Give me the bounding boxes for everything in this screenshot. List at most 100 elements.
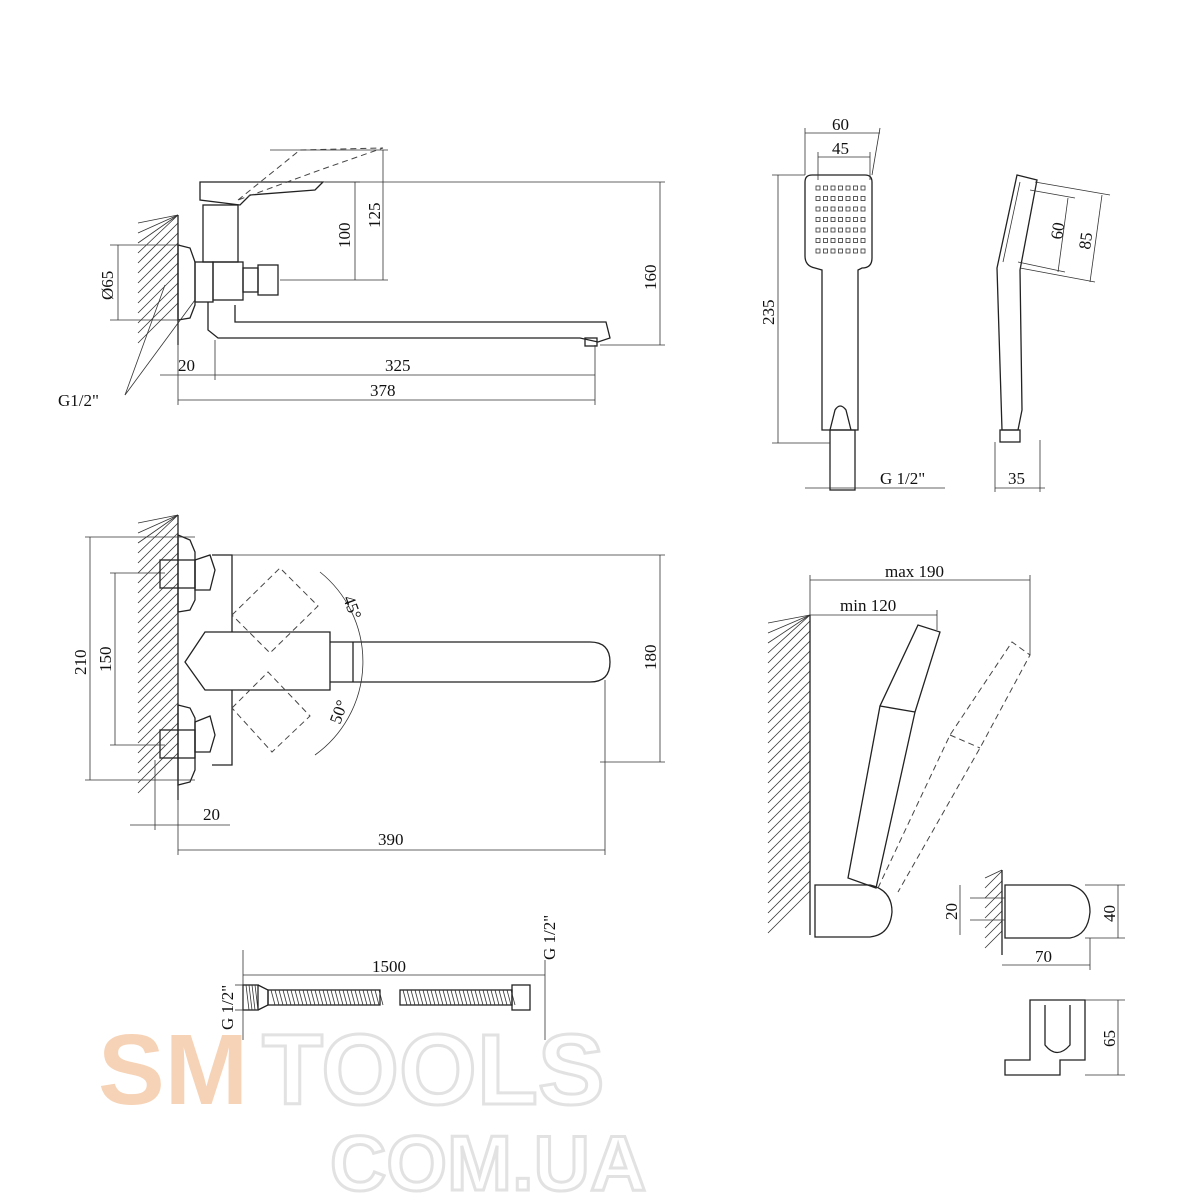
nozzle xyxy=(815,238,821,243)
faucet-top-view: 210 150 45° 50° 180 20 390 xyxy=(71,515,665,855)
hatch-line xyxy=(137,302,179,344)
hatch-line xyxy=(137,514,179,554)
fitting-thread-line xyxy=(251,984,256,1011)
fitting-thread-line xyxy=(254,984,259,1011)
hatch-line xyxy=(137,214,179,254)
watermark-tools: TOOLS xyxy=(262,1014,605,1126)
hose-coil-line xyxy=(310,989,316,1006)
hose-coil-line xyxy=(446,989,452,1006)
hatch-line xyxy=(137,282,179,324)
hatch-line xyxy=(137,562,179,604)
hose-coil-line xyxy=(334,989,340,1006)
hose-coil-line xyxy=(406,989,412,1006)
nozzle xyxy=(845,185,851,191)
hose-coil-line xyxy=(290,989,296,1006)
hatch-line xyxy=(137,732,179,774)
hose-coil-line xyxy=(322,989,328,1006)
hose-coil-line xyxy=(330,989,336,1006)
hatch-line xyxy=(767,640,811,684)
faucet-side-view: 125 100 160 Ø65 G1/2" 20 325 378 xyxy=(58,147,665,410)
hatch-line xyxy=(137,214,179,224)
dim-20: 20 xyxy=(203,805,220,824)
hose-coil-line xyxy=(414,989,420,1006)
hatch-line xyxy=(767,620,811,664)
hatch-line xyxy=(767,670,811,714)
nozzle xyxy=(860,227,866,233)
shower-head-side: 60 85 35 xyxy=(994,174,1111,492)
hatch-line xyxy=(137,514,179,534)
hatch-line xyxy=(137,514,179,544)
nozzle xyxy=(830,206,836,212)
nozzle xyxy=(838,185,843,191)
hatch-line xyxy=(137,682,179,724)
hose-coil-line xyxy=(434,989,440,1006)
hatch-line xyxy=(984,920,1003,939)
hatch-line xyxy=(137,572,179,614)
hatch-line xyxy=(767,800,811,844)
hatch-line xyxy=(137,252,179,294)
nozzle xyxy=(845,248,851,254)
nozzle xyxy=(860,217,866,222)
hose-coil-line xyxy=(298,989,304,1006)
nozzle xyxy=(860,248,866,254)
nozzle xyxy=(815,217,821,222)
hose-coil-line xyxy=(422,989,428,1006)
hatch-line xyxy=(137,214,179,244)
nozzle xyxy=(853,196,858,201)
hatch-line xyxy=(767,850,811,894)
nozzle xyxy=(838,217,843,222)
wall-hatching xyxy=(137,214,1003,949)
hatch-line xyxy=(767,830,811,874)
hose-coil-line xyxy=(350,989,356,1006)
watermark: SM TOOLS COM.UA xyxy=(98,1013,648,1200)
hose-coil-line xyxy=(410,989,416,1006)
shower-holder-view: max 190 min 120 xyxy=(809,562,1031,938)
hose-coil-line xyxy=(274,989,280,1006)
hatch-line xyxy=(767,630,811,674)
hatch-line xyxy=(137,292,179,334)
hose-coil-line xyxy=(450,989,456,1006)
nozzle xyxy=(860,196,866,201)
fitting-thread-line xyxy=(248,984,253,1011)
nozzle xyxy=(830,217,836,222)
nozzle xyxy=(845,206,851,212)
hatch-line xyxy=(137,742,179,784)
hatch-line xyxy=(767,840,811,884)
nozzle xyxy=(838,248,843,254)
dim-150: 150 xyxy=(96,647,115,673)
hatch-line xyxy=(984,930,1003,949)
hatch-line xyxy=(984,910,1003,929)
hose-coil-line xyxy=(438,989,444,1006)
nozzle xyxy=(830,185,836,191)
hatch-line xyxy=(767,860,811,904)
hose-coil-line xyxy=(426,989,432,1006)
hose-coil-line xyxy=(354,989,360,1006)
nozzle xyxy=(853,227,858,233)
hose-coil-line xyxy=(306,989,312,1006)
hatch-line xyxy=(767,700,811,744)
hose-coil-line xyxy=(402,989,408,1006)
hose-coil-line xyxy=(494,989,500,1006)
hatch-line xyxy=(984,900,1003,919)
thread-right: G 1/2" xyxy=(540,915,559,960)
nozzle xyxy=(838,206,843,212)
dim-40: 40 xyxy=(1100,905,1119,922)
hose-coil-line xyxy=(318,989,324,1006)
hatch-line xyxy=(137,642,179,684)
watermark-domain: COM.UA xyxy=(330,1119,646,1200)
nozzle xyxy=(853,248,858,254)
hose-coil-line xyxy=(362,989,368,1006)
nozzle xyxy=(823,196,828,201)
hose-coil-line xyxy=(370,989,376,1006)
hatch-line xyxy=(137,242,179,284)
dim-45: 45 xyxy=(832,139,849,158)
hatch-line xyxy=(767,614,811,634)
nozzle xyxy=(823,248,828,254)
nozzle xyxy=(823,217,828,222)
hatch-line xyxy=(137,722,179,764)
hatch-line xyxy=(137,632,179,674)
hatch-line xyxy=(767,690,811,734)
nozzle xyxy=(815,185,821,191)
